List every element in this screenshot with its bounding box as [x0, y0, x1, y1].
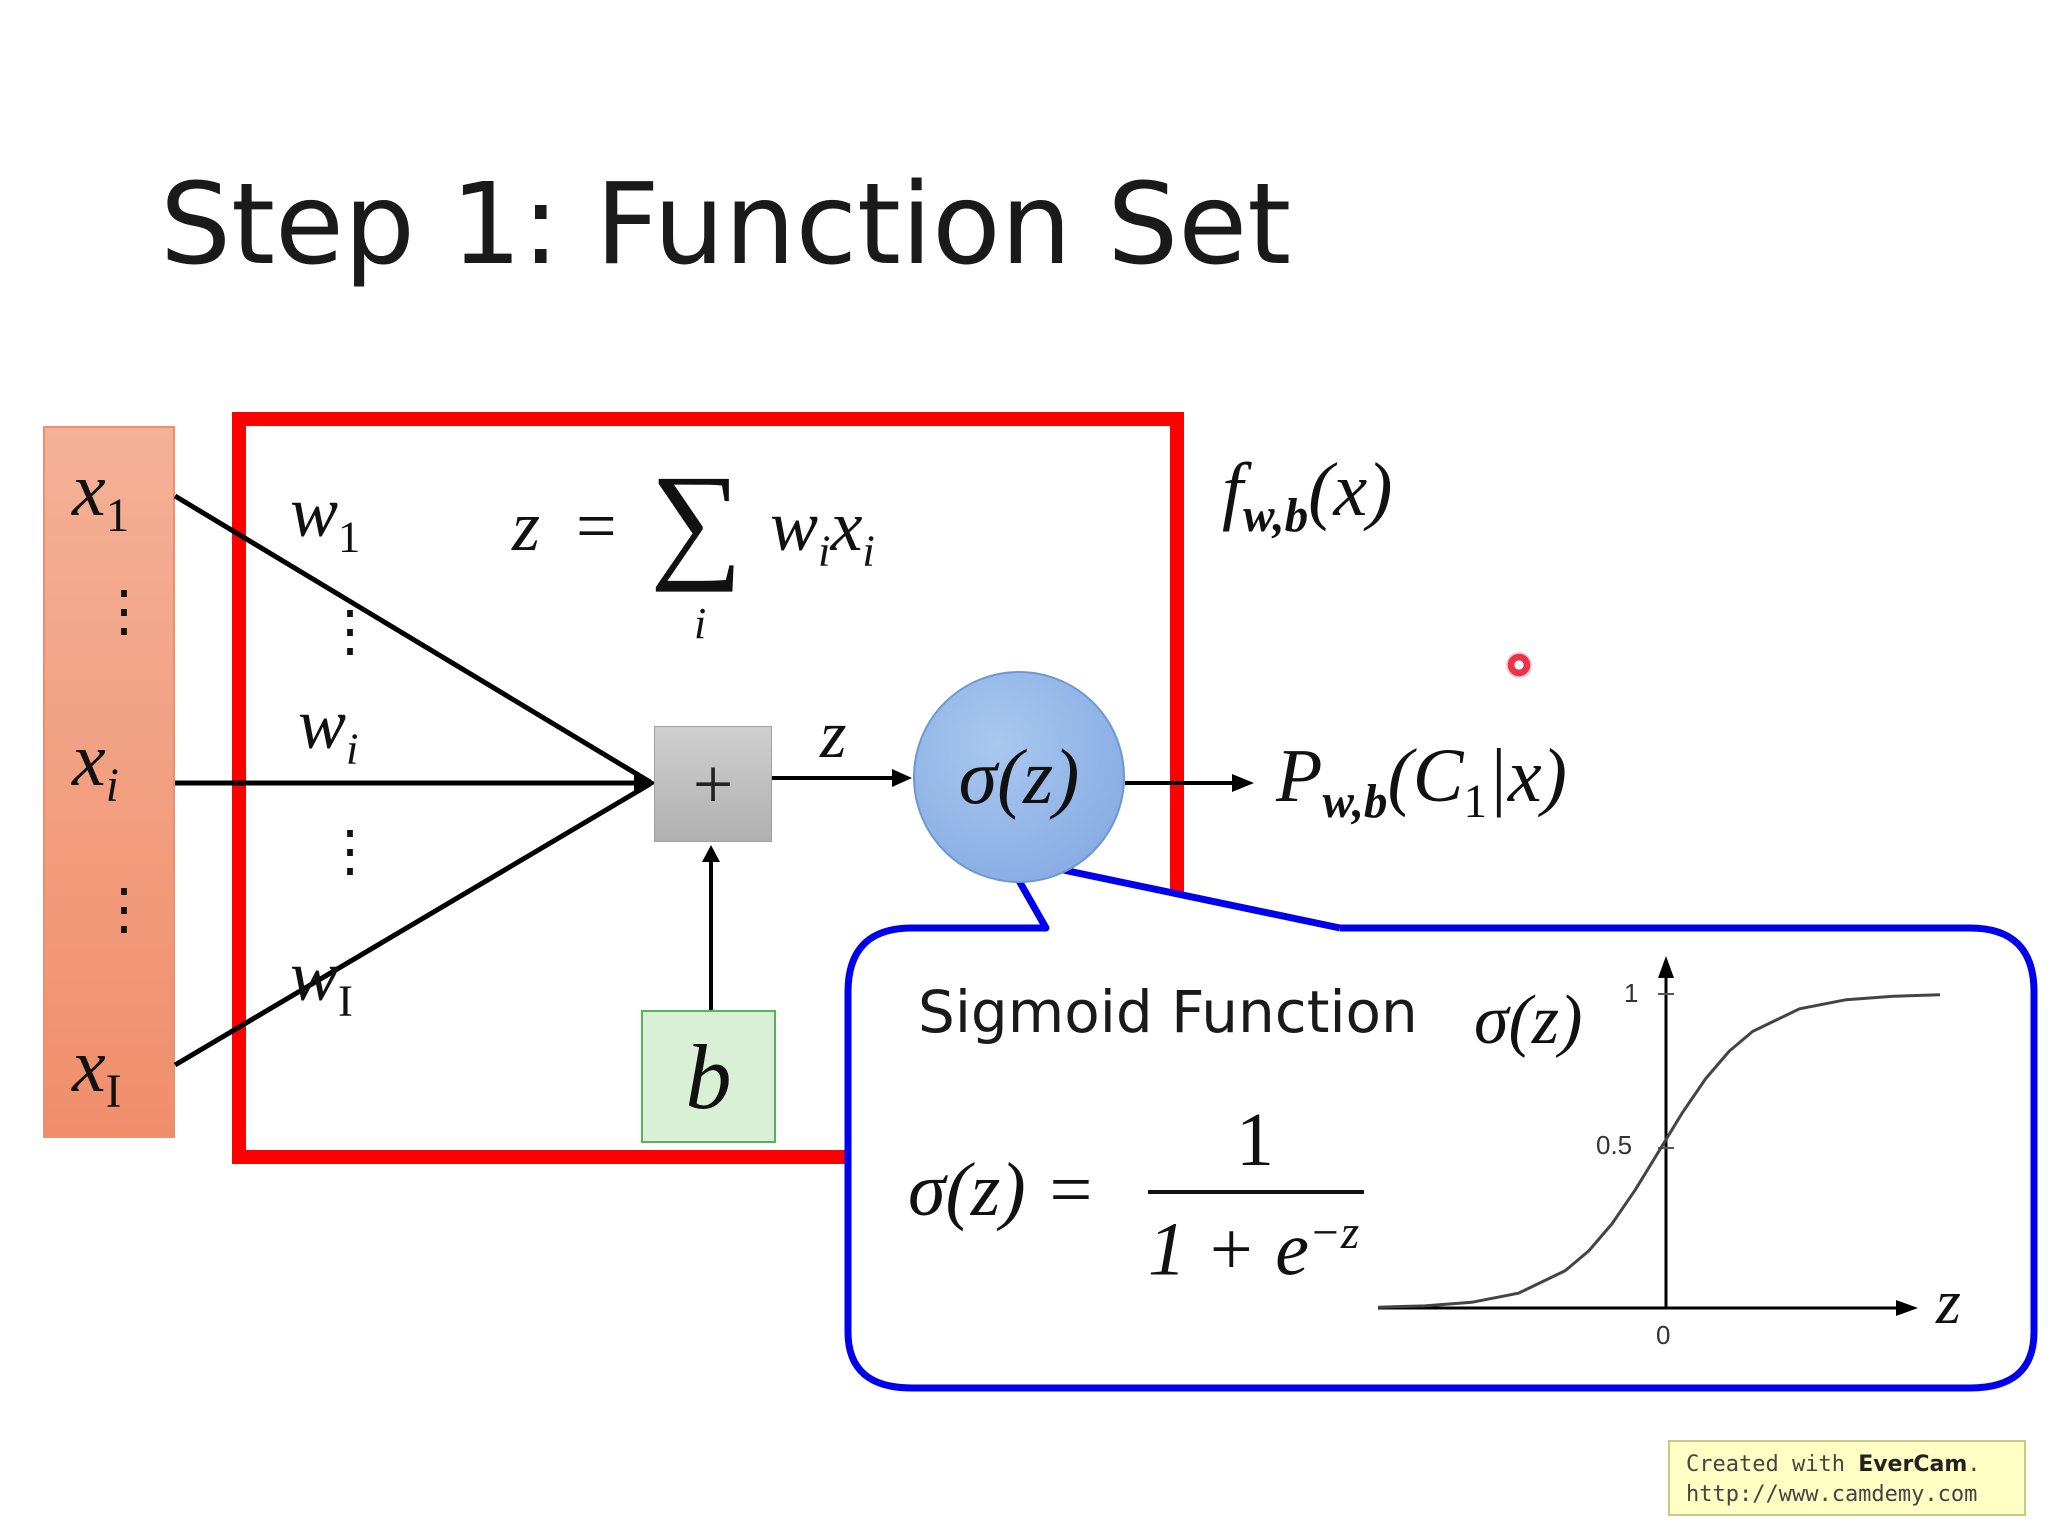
- plot-y-label: σ(z): [1474, 982, 1583, 1059]
- cursor-pointer-icon: [1506, 652, 1532, 678]
- sum-arrowhead: [634, 770, 656, 796]
- plot-y-tick-1: 1: [1624, 978, 1639, 1008]
- function-label: fw,b(x): [1222, 448, 1393, 543]
- eq-sum-index: i: [694, 599, 707, 648]
- eq-sum-symbol: ∑: [650, 449, 743, 593]
- eq-equals: =: [576, 486, 617, 566]
- sigmoid-fraction-bar: [1148, 1190, 1364, 1194]
- sigmoid-numerator: 1: [1236, 1098, 1274, 1182]
- plot-x-arrowhead: [1896, 1300, 1918, 1316]
- input-line-1: [173, 493, 652, 785]
- sum-node: +: [654, 726, 772, 842]
- sigmoid-title: Sigmoid Function: [918, 978, 1418, 1046]
- evercam-watermark: Created with EverCam. http://www.camdemy…: [1668, 1440, 2026, 1516]
- plot-y-tick-05: 0.5: [1596, 1130, 1633, 1160]
- input-column: [43, 426, 175, 1138]
- output-label: Pw,b(C1|x): [1276, 734, 1567, 829]
- plot-x-label: z: [1936, 1266, 1961, 1337]
- weight-w1: w1: [290, 472, 361, 562]
- eq-lhs: z: [512, 486, 541, 566]
- weight-wi: wi: [298, 684, 359, 774]
- slide-title: Step 1: Function Set: [160, 160, 1292, 290]
- input-xI: xI: [72, 1024, 122, 1119]
- weight-wI: wI: [290, 936, 353, 1026]
- input-x1: x1: [72, 448, 130, 543]
- callout-border: [844, 854, 2038, 1392]
- z-label: z: [820, 696, 847, 772]
- plot-x-tick-0: 0: [1656, 1320, 1671, 1350]
- sigma-node: σ(z): [913, 671, 1125, 883]
- plot-y-arrowhead: [1658, 956, 1674, 978]
- eq-term: wixi: [770, 486, 875, 576]
- sigmoid-curve: [1377, 993, 1941, 1309]
- input-xi: xi: [72, 718, 119, 813]
- callout-bubble: [848, 856, 2034, 1388]
- sigmoid-denominator: 1 + e−z: [1148, 1207, 1360, 1292]
- input-line-I: [173, 781, 652, 1068]
- sigmoid-formula-lhs: σ(z) =: [908, 1148, 1096, 1232]
- bias-node: b: [641, 1010, 776, 1143]
